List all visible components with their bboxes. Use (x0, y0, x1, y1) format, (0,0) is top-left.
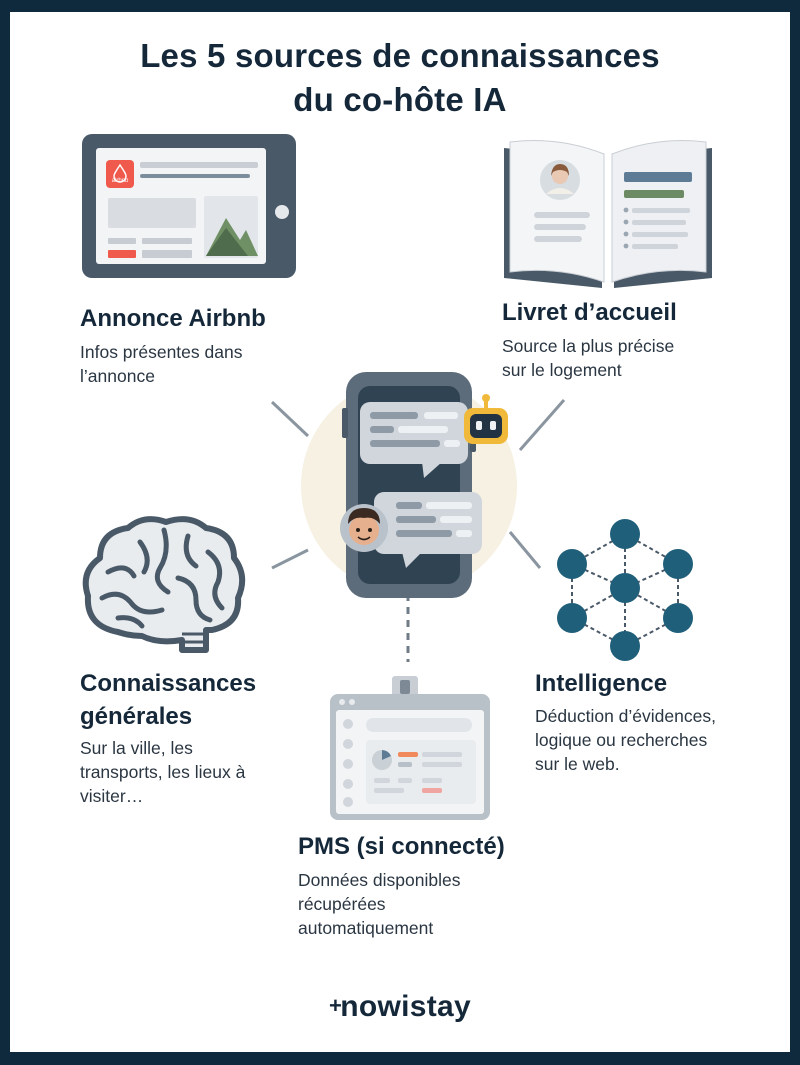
airbnb-logo-text: airbnb (112, 178, 129, 184)
intelligence-desc-line-1: Déduction d’évidences, (535, 706, 716, 726)
connaissances-desc-line-3: visiter… (80, 786, 144, 806)
intelligence-desc-line-2: logique ou recherches (535, 730, 708, 750)
annonce-title: Annonce Airbnb (80, 305, 266, 332)
livret-title: Livret d’accueil (502, 299, 677, 326)
tablet-icon: airbnb (82, 134, 296, 278)
pms-desc-line-1: Données disponibles (298, 870, 461, 890)
connector-intelligence (508, 531, 542, 569)
livret-desc-line-1: Source la plus précise (502, 336, 675, 356)
brain-icon (82, 516, 246, 653)
brand-name: nowistay (340, 990, 471, 1023)
network-icon (557, 519, 693, 661)
phone-chat-icon (301, 372, 517, 598)
page-title: Les 5 sources de connaissances du co-hôt… (10, 34, 790, 122)
brand-mark: + (329, 993, 343, 1018)
annonce-desc-line-1: Infos présentes dans (80, 342, 243, 362)
intelligence-title: Intelligence (535, 670, 668, 697)
title-line-1: Les 5 sources de connaissances (140, 37, 660, 74)
connector-annonce (270, 400, 310, 438)
intelligence-desc-line-3: sur le web. (535, 754, 620, 774)
book-icon (504, 140, 712, 288)
connaissances-title-line-1: Connaissances (80, 670, 257, 697)
pms-title: PMS (si connecté) (298, 833, 505, 860)
connaissances-desc-line-1: Sur la ville, les (80, 738, 193, 758)
pms-desc-line-2: récupérées (298, 894, 386, 914)
connector-connaissances (271, 548, 309, 570)
connector-livret (518, 399, 566, 451)
annonce-desc-line-2: l’annonce (80, 366, 155, 386)
connector-lines (270, 399, 566, 662)
livret-desc-line-2: sur le logement (502, 360, 622, 380)
connaissances-title-line-2: générales (80, 703, 193, 730)
brand-logo: +nowistay (10, 990, 790, 1024)
title-line-2: du co-hôte IA (293, 81, 507, 118)
infographic: Les 5 sources de connaissances du co-hôt… (10, 12, 790, 1052)
dashboard-icon (330, 676, 490, 820)
pms-desc-line-3: automatiquement (298, 918, 434, 938)
connaissances-desc-line-2: transports, les lieux à (80, 762, 246, 782)
